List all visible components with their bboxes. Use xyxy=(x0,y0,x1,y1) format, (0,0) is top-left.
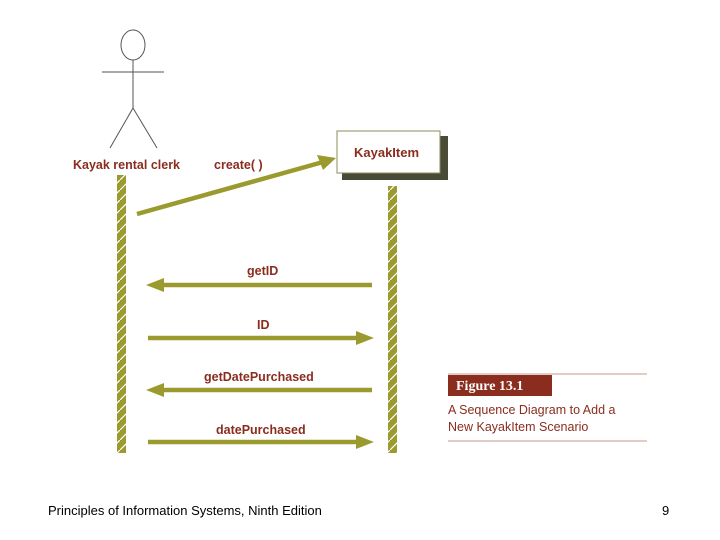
message-arrowhead-right xyxy=(356,331,374,345)
message-arrowhead-left xyxy=(146,383,164,397)
message-label: datePurchased xyxy=(216,423,306,437)
object-label: KayakItem xyxy=(354,145,419,160)
figure-caption-line1: A Sequence Diagram to Add a xyxy=(448,403,616,417)
message-get-date-purchased: getDatePurchased xyxy=(146,370,372,397)
actor-label: Kayak rental clerk xyxy=(73,158,180,172)
footer-book-title: Principles of Information Systems, Ninth… xyxy=(48,503,322,518)
actor-leg-left xyxy=(109,107,134,149)
actor-figure xyxy=(102,29,164,149)
message-label: getID xyxy=(247,264,278,278)
message-label: ID xyxy=(257,318,270,332)
figure-title: Figure 13.1 xyxy=(456,379,523,394)
message-label: getDatePurchased xyxy=(204,370,314,384)
create-arrow-line xyxy=(136,159,324,217)
message-arrowhead-left xyxy=(146,278,164,292)
message-id: ID xyxy=(148,318,374,345)
create-message-label: create( ) xyxy=(214,158,263,172)
object-box-face xyxy=(336,130,441,174)
object-lifeline xyxy=(388,186,397,453)
footer-page-number: 9 xyxy=(662,503,670,518)
actor-leg-right xyxy=(132,107,158,149)
create-message: create( ) xyxy=(136,155,336,217)
figure-caption-block: Figure 13.1 A Sequence Diagram to Add a … xyxy=(448,373,647,442)
message-get-id: getID xyxy=(146,264,372,292)
actor-lifeline xyxy=(117,175,126,453)
figure-title-box xyxy=(448,375,552,396)
object-box: KayakItem xyxy=(336,130,448,180)
message-date-purchased: datePurchased xyxy=(148,423,374,449)
figure-caption-line2: New KayakItem Scenario xyxy=(448,420,588,434)
actor-head xyxy=(120,29,146,61)
create-arrowhead xyxy=(317,155,336,170)
message-arrowhead-right xyxy=(356,435,374,449)
